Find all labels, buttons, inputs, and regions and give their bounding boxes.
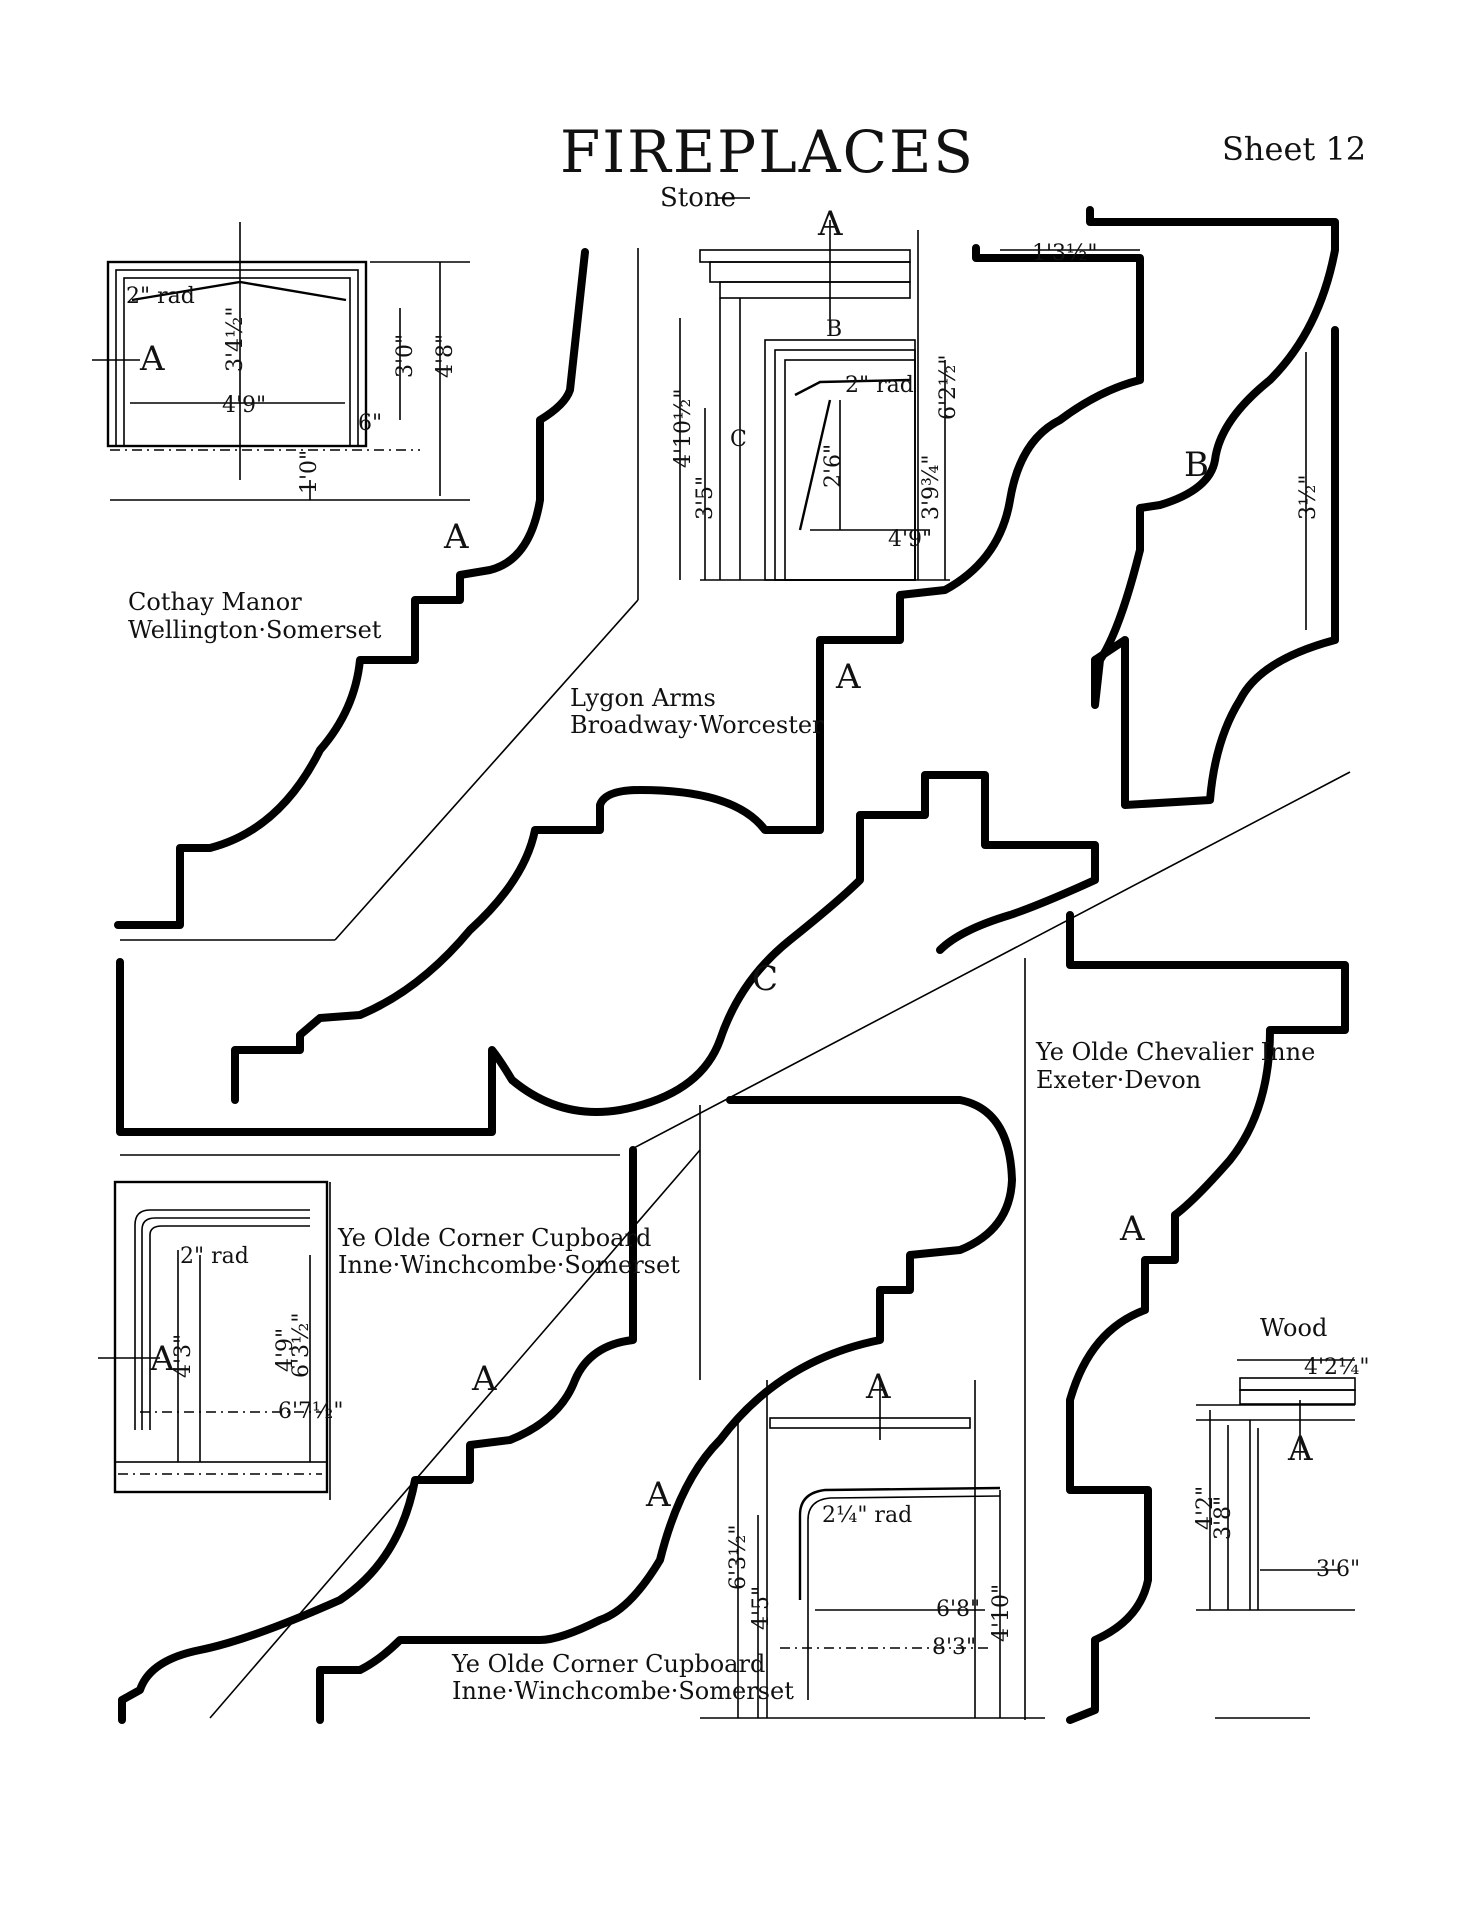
lygon-h1: 4'10½" (671, 389, 696, 468)
corner2-w2: 8'3" (932, 1635, 976, 1660)
lygon-h3: 2'6" (821, 444, 846, 488)
lygon-elevation (679, 220, 1140, 581)
wood-label: Wood (1260, 1314, 1327, 1342)
corner1-location: Inne·Winchcombe·Somerset (338, 1251, 680, 1279)
wood-h1: 4'2" (1193, 1486, 1218, 1530)
lygon-top-label: A (817, 204, 843, 244)
wood-elevation (1196, 1359, 1356, 1719)
lygon-c-label: C (730, 427, 747, 452)
corner2-h1: 6'3½" (726, 1525, 751, 1590)
lygon-width: 4'9" (888, 527, 932, 552)
lygon-b-label: B (826, 317, 842, 342)
corner1-rad: 2" rad (180, 1244, 249, 1269)
corner1-width: 6'7½" (278, 1399, 343, 1424)
lygon-top-dim: 1'3½" (1032, 241, 1097, 266)
moulding-profile-corner-lower (118, 1146, 637, 1724)
corner2-w1: 6'8" (936, 1597, 980, 1622)
cothay-section-label: A (139, 339, 165, 379)
cothay-profile-label: A (443, 517, 469, 557)
cothay-opening: 3'0" (393, 334, 418, 378)
corner2-h2: 4'5" (749, 1586, 774, 1630)
moulding-profile-cothay (114, 248, 589, 929)
cothay-location: Wellington·Somerset (128, 616, 382, 644)
corner2-profile-label: A (645, 1475, 671, 1515)
profile-b-label: B (1184, 445, 1209, 485)
wood-h2: 3'8" (1211, 1496, 1236, 1540)
corner1-section-label: A (149, 1339, 175, 1379)
lygon-h2: 3'5" (693, 476, 718, 520)
moulding-profile-c (116, 771, 1099, 1136)
wood-width: 3'6" (1316, 1557, 1360, 1582)
lygon-rad: 2" rad (845, 373, 914, 398)
corner2-rad: 2¼" rad (822, 1503, 912, 1528)
corner1-h2: 4'9" (273, 1328, 298, 1372)
section-line (209, 1149, 701, 1719)
profile-c-label: C (752, 959, 778, 999)
moulding-profile-lygon (231, 244, 1144, 1104)
moulding-profile-b-right (1091, 326, 1339, 809)
cothay-overall: 4'8" (433, 334, 458, 378)
chevalier-profile-label: A (1119, 1209, 1145, 1249)
lygon-profile-label: A (835, 657, 861, 697)
corner1-name: Ye Olde Corner Cupboard (337, 1224, 651, 1252)
lygon-h5: 6'2½" (936, 355, 961, 420)
chevalier-location: Exeter·Devon (1036, 1066, 1201, 1094)
cothay-jamb: 6" (358, 411, 382, 436)
cothay-elevation (92, 222, 470, 501)
wood-section-label: A (1287, 1429, 1313, 1469)
corner1-h1: 4'3" (171, 1334, 196, 1378)
chevalier-name: Ye Olde Chevalier Inne (1035, 1038, 1315, 1066)
corner-cupboard-elevation-1 (98, 1180, 331, 1500)
corner2-top-label: A (865, 1367, 891, 1407)
cothay-width: 4'9" (222, 393, 266, 418)
section-line (334, 599, 639, 941)
corner2-name: Ye Olde Corner Cupboard (451, 1650, 765, 1678)
cothay-hearth: 1'0" (297, 450, 322, 494)
cothay-rad-label: 2" rad (126, 284, 195, 309)
cothay-name: Cothay Manor (128, 588, 302, 616)
cothay-height: 3'4½" (223, 307, 248, 372)
lygon-h4: 3'9¾" (919, 455, 944, 520)
lygon-location: Broadway·Worcester (570, 711, 824, 739)
moulding-profile-b (1086, 206, 1339, 709)
corner-cupboard-elevation-2 (700, 1378, 1045, 1719)
corner2-h3: 4'10" (989, 1584, 1014, 1642)
profile-b-dim: 3½" (1296, 475, 1321, 520)
section-line (629, 771, 1351, 1151)
corner1-h3: 6'3½" (289, 1313, 314, 1378)
lygon-name: Lygon Arms (570, 684, 716, 712)
corner1-profile-label: A (471, 1359, 497, 1399)
moulding-profile-corner-cupboard (316, 1096, 1016, 1724)
sheet-number: Sheet 12 (1222, 130, 1366, 168)
wood-top-dim: 4'2¼" (1304, 1355, 1369, 1380)
sheet-title: FIREPLACES (560, 118, 975, 186)
moulding-profile-chevalier (1066, 911, 1349, 1724)
corner2-location: Inne·Winchcombe·Somerset (452, 1677, 794, 1705)
